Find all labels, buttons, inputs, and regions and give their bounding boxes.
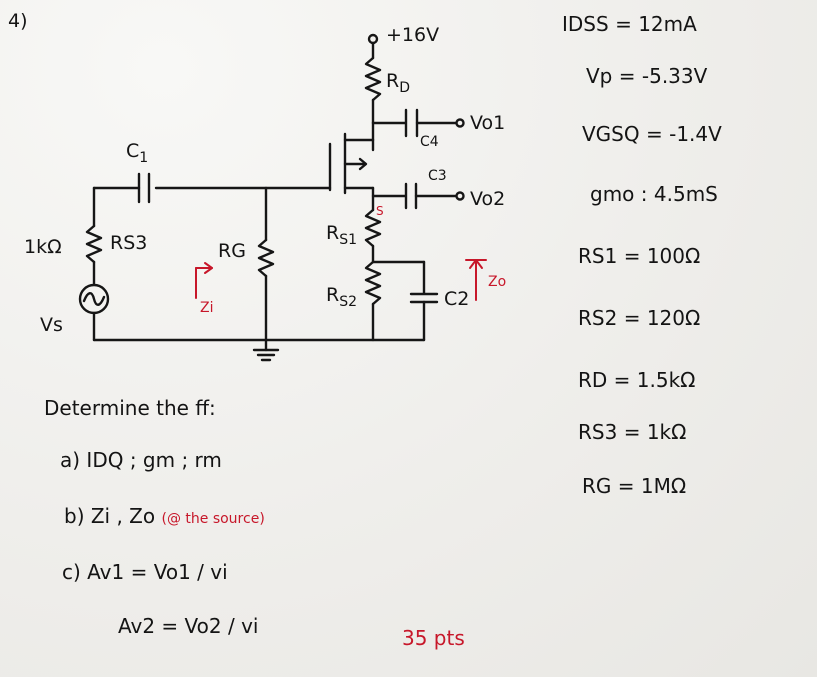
- param-rd-value: 1.5kΩ: [636, 368, 696, 392]
- rd-label-sub: D: [399, 79, 410, 96]
- c3-label: C3: [428, 168, 447, 184]
- param-rs1-value: 100Ω: [646, 244, 701, 268]
- param-rg-value: 1MΩ: [640, 474, 687, 498]
- rd-label-letter: R: [386, 70, 400, 92]
- param-rs2: RS2 = 120Ω: [578, 306, 700, 330]
- rs1-label-sub: S1: [339, 231, 357, 248]
- param-gmo-equals: :: [640, 182, 648, 206]
- rs1-label-letter: R: [326, 222, 340, 244]
- question-b-text: b) Zi , Zo: [64, 504, 156, 528]
- param-rs1-equals: =: [623, 244, 641, 268]
- param-vp-symbol: Vp: [586, 64, 613, 88]
- source-resistance-label: 1kΩ: [24, 236, 62, 258]
- supply-voltage-label: +16V: [386, 24, 440, 46]
- param-rs1: RS1 = 100Ω: [578, 244, 700, 268]
- vo2-terminal: [455, 191, 465, 201]
- param-rs2-symbol: RS2: [578, 306, 618, 330]
- param-rs3: RS3 = 1kΩ: [578, 420, 686, 444]
- question-b-note: (@ the source): [161, 511, 265, 527]
- rd-label: RD: [386, 70, 410, 96]
- rs3-label: RS3: [110, 232, 148, 254]
- rg-label: RG: [218, 240, 246, 262]
- param-vgsq-equals: =: [645, 122, 663, 146]
- c1-label: C1: [126, 140, 148, 166]
- question-c1: c) Av1 = Vo1 / vi: [62, 560, 228, 584]
- param-gmo-value: 4.5mS: [653, 182, 718, 206]
- rd-resistor: [364, 56, 382, 102]
- points-note: 35 pts: [402, 626, 465, 650]
- rg-resistor: [257, 238, 275, 278]
- param-gmo-symbol: gmo: [590, 182, 635, 206]
- param-idss-equals: =: [615, 12, 632, 36]
- c2-label: C2: [444, 288, 470, 310]
- vo1-terminal: [455, 118, 465, 128]
- param-rs1-symbol: RS1: [578, 244, 618, 268]
- zo-label: Zo: [488, 274, 507, 290]
- param-idss: IDSS = 12mA: [562, 12, 697, 36]
- param-vgsq: VGSQ = -1.4V: [582, 122, 722, 146]
- param-rg-equals: =: [617, 474, 635, 498]
- rs3-resistor: [85, 224, 103, 264]
- param-vgsq-value: -1.4V: [669, 122, 722, 146]
- param-rg: RG = 1MΩ: [582, 474, 686, 498]
- param-rs2-value: 120Ω: [646, 306, 701, 330]
- problem-number: 4): [8, 10, 28, 32]
- rs1-resistor: [364, 208, 382, 248]
- param-rd-symbol: RD: [578, 368, 608, 392]
- source-node-label: S: [376, 204, 384, 218]
- question-a: a) IDQ ; gm ; rm: [60, 448, 222, 472]
- param-idss-symbol: IDSS: [562, 12, 609, 36]
- vs-label: Vs: [40, 314, 63, 336]
- param-vp-equals: =: [618, 64, 636, 88]
- param-vgsq-symbol: VGSQ: [582, 122, 640, 146]
- param-rs3-symbol: RS3: [578, 420, 618, 444]
- c4-label: C4: [420, 134, 439, 150]
- vo2-label: Vo2: [470, 188, 506, 210]
- param-idss-value: 12mA: [638, 12, 697, 36]
- param-rd-equals: =: [613, 368, 631, 392]
- param-rs2-equals: =: [623, 306, 641, 330]
- vo1-label: Vo1: [470, 112, 506, 134]
- rs2-label-letter: R: [326, 284, 340, 306]
- param-rd: RD = 1.5kΩ: [578, 368, 695, 392]
- rs2-resistor: [364, 260, 382, 306]
- param-rs3-equals: =: [623, 420, 641, 444]
- param-rg-symbol: RG: [582, 474, 612, 498]
- questions-heading: Determine the ff:: [44, 396, 216, 420]
- c1-label-sub: 1: [139, 149, 149, 166]
- question-b: b) Zi , Zo (@ the source): [64, 504, 265, 528]
- param-vp-value: -5.33V: [641, 64, 708, 88]
- zi-label: Zi: [200, 300, 214, 316]
- rs1-label: RS1: [326, 222, 357, 248]
- rs2-label-sub: S2: [339, 293, 357, 310]
- param-gmo: gmo : 4.5mS: [590, 182, 718, 206]
- rs2-label: RS2: [326, 284, 357, 310]
- param-vp: Vp = -5.33V: [586, 64, 707, 88]
- question-c2: Av2 = Vo2 / vi: [118, 614, 259, 638]
- c1-label-letter: C: [126, 140, 140, 162]
- param-rs3-value: 1kΩ: [646, 420, 687, 444]
